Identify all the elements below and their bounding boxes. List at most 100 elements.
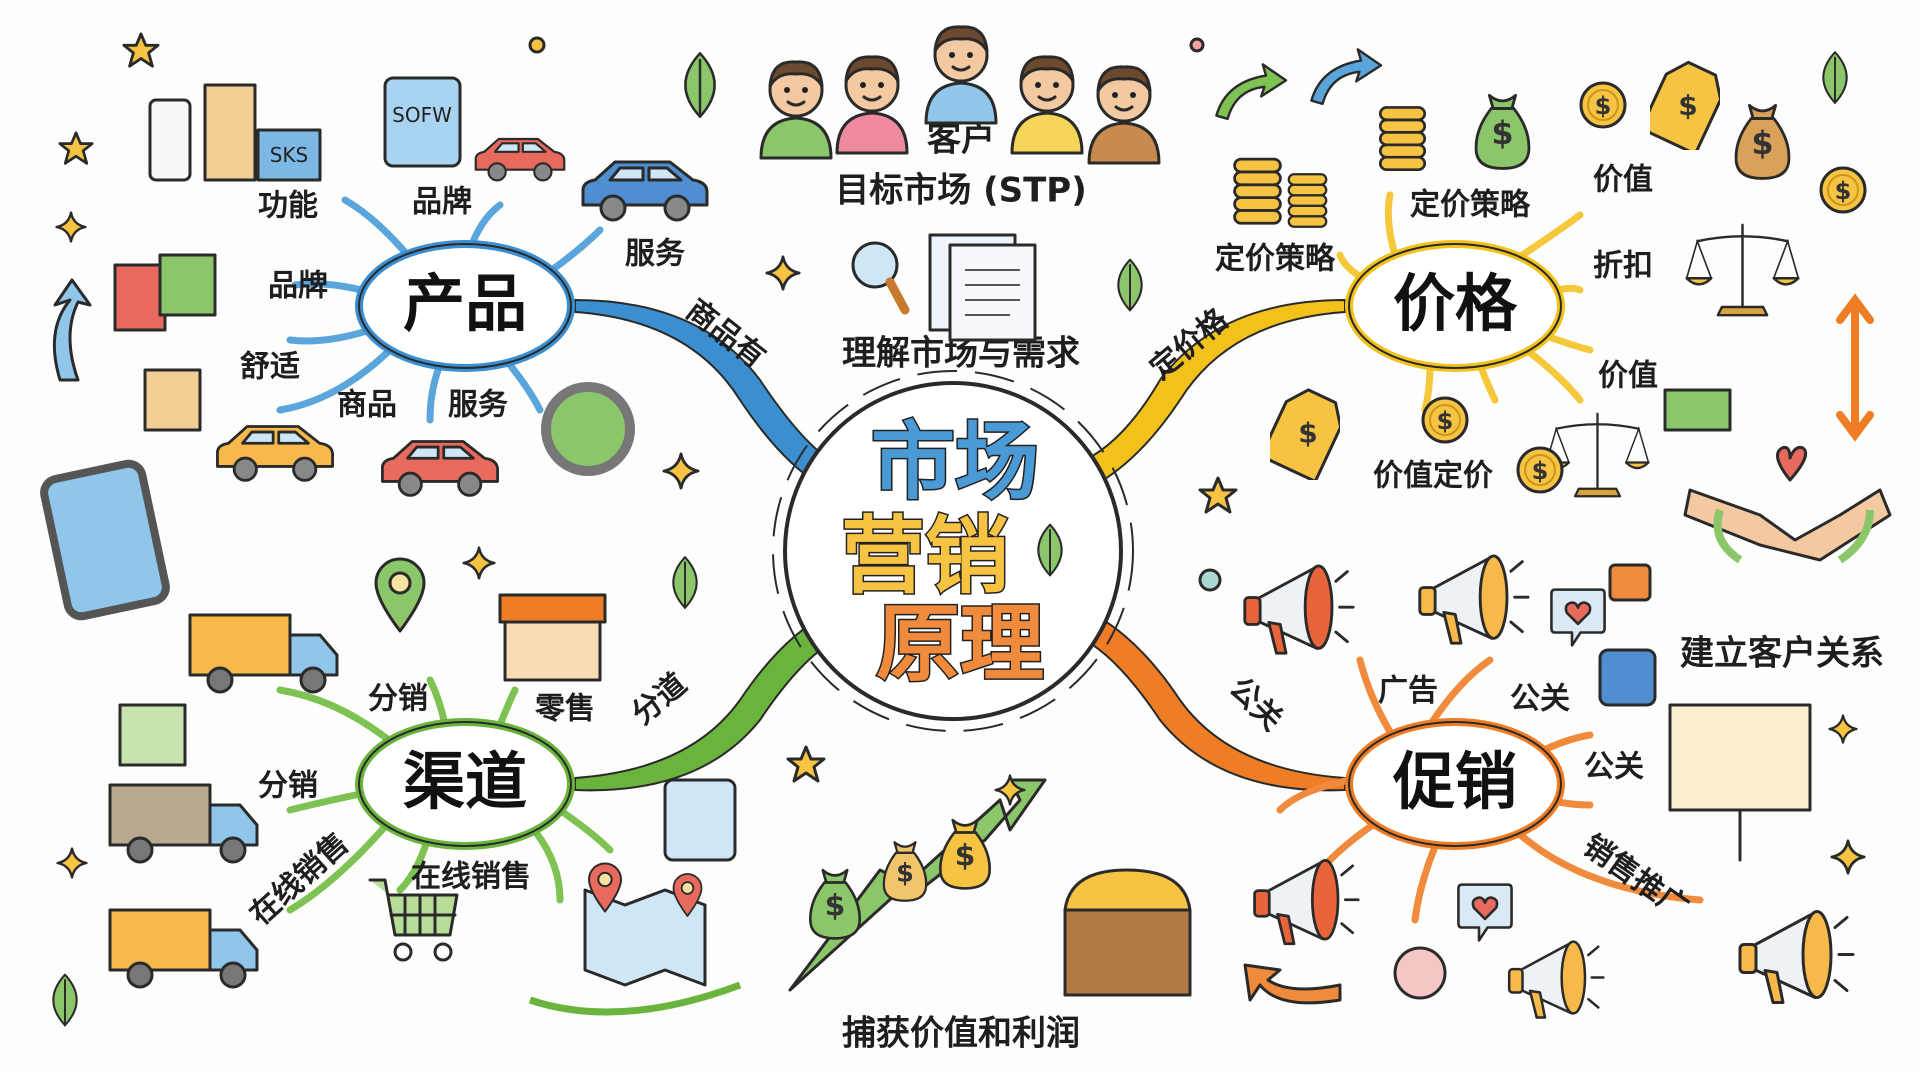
star-icon [1198,476,1238,514]
cash-icon [1663,388,1732,432]
leaf-icon [52,973,78,1027]
value-icons [788,778,1192,997]
person-icon [924,25,998,125]
price-tag-icon [1650,60,1720,150]
star-icon [122,32,160,68]
delivery-truck-icon [108,908,259,989]
coffee-bag-icon [203,83,257,182]
person-icon [1087,65,1161,165]
cup-box-icon [143,368,202,432]
money-bag-icon [808,868,862,940]
tablet-text: SOFW [392,103,452,127]
product-label-brand-2: 品牌 [268,269,328,304]
hub-promotion[interactable]: 促销 [1345,718,1565,850]
map-icon [583,888,707,987]
promotion-label-pr: 公关 [1510,682,1570,717]
billboard-icon [1668,703,1812,862]
price-label-value-2: 价值 [1598,359,1658,394]
car-icon [581,160,709,222]
place-icons [40,459,742,1016]
target-market-caption: 目标市场 (STP) [835,171,1087,211]
car-icon [474,137,566,182]
gear-globe-icon [541,382,635,476]
thumbs-up-icon [1598,648,1657,707]
place-label-distribution: 分销 [368,682,428,717]
price-label-value: 价值 [1593,163,1653,198]
hub-promotion-label: 促销 [1392,745,1517,818]
center-title-line3: 原理 [876,595,1044,693]
star-icon [786,745,826,783]
product-label-service-2: 服务 [448,388,508,423]
delivery-truck-icon [108,783,259,864]
chat-bubble-icon [1608,563,1652,602]
center-title-line1: 市场 [871,413,1039,511]
hub-price[interactable]: 价格 [1345,240,1565,372]
product-label-comfort: 舒适 [240,350,300,385]
center-title-line2: 营销 [841,507,1009,605]
dot-icon [1198,568,1222,592]
person-icon [835,55,909,155]
heart-bubble-icon [1550,588,1606,647]
place-label-online-sales: 在线销售 [243,826,356,932]
coin-icon [1819,166,1867,214]
coin-icon [1421,396,1469,444]
build-relationships-caption: 建立客户关系 [1680,634,1884,674]
product-icons: SKS SOFW [52,76,709,497]
scale-icon [1685,223,1800,317]
money-bag-icon [1734,103,1791,180]
coin-icon [1579,81,1627,129]
dot-icon [528,36,546,54]
leaf-icon [1117,258,1143,312]
price-icons [1215,48,1892,562]
discount-tag-icon [1270,385,1340,480]
delivery-truck-icon [188,613,339,694]
leaf-icon [672,556,698,609]
price-label-value-pricing: 价值定价 [1373,459,1493,494]
curved-arrow-icon [1243,963,1342,1005]
heart-icon [1776,446,1808,482]
hub-place[interactable]: 渠道 [355,718,575,850]
promotion-icons [1243,508,1874,1019]
place-label-online-sales-2: 在线销售 [411,860,531,895]
dot-icon [1189,37,1205,53]
decorations [52,32,1866,1027]
megaphone-icon [1253,858,1360,946]
place-label-retail: 零售 [535,692,595,727]
megaphone-icon [1418,554,1530,645]
place-label-distribution-2: 分销 [258,769,318,804]
cycle-arrows-icon [1713,508,1874,564]
leaf-icon [684,52,716,118]
hub-place-label: 渠道 [403,745,527,818]
sparkle-icon [765,255,801,291]
magnifier-documents-icon [851,233,1037,342]
handshake-icon [1683,488,1892,562]
sparkle-icon [1830,839,1866,875]
curved-arrow-icon [528,981,742,1016]
treasure-chest-icon [1063,868,1192,997]
product-label-service: 服务 [625,237,685,272]
coin-stack-icon [1378,106,1427,172]
branch-label-place: 分道 [625,667,693,732]
megaphone-icon [1507,940,1605,1019]
car-icon [216,425,334,482]
capture-value-caption: 捕获价值和利润 [842,1014,1080,1054]
person-icon [759,60,833,160]
sparkle-icon [462,546,496,580]
scale-icon [1545,412,1650,498]
product-label-goods: 商品 [337,388,397,423]
promotion-label-pr-2: 公关 [1584,750,1644,785]
hub-product[interactable]: 产品 [355,240,575,372]
box-text: SKS [270,143,309,167]
hub-product-label: 产品 [403,267,527,340]
smartphone-icon [40,459,170,621]
coin-icon [1516,446,1564,494]
leaf-icon [1822,50,1848,105]
person-icon [1010,55,1084,155]
shopping-bag-icon [158,253,217,317]
heart-bubble-icon [1457,883,1513,942]
coffee-cup-icon [148,98,192,182]
customers-caption: 客户 [927,120,995,160]
sparkle-icon [662,452,700,490]
center-topic: 市场 营销 原理 [772,370,1134,732]
tablet-cart-icon [663,778,737,862]
